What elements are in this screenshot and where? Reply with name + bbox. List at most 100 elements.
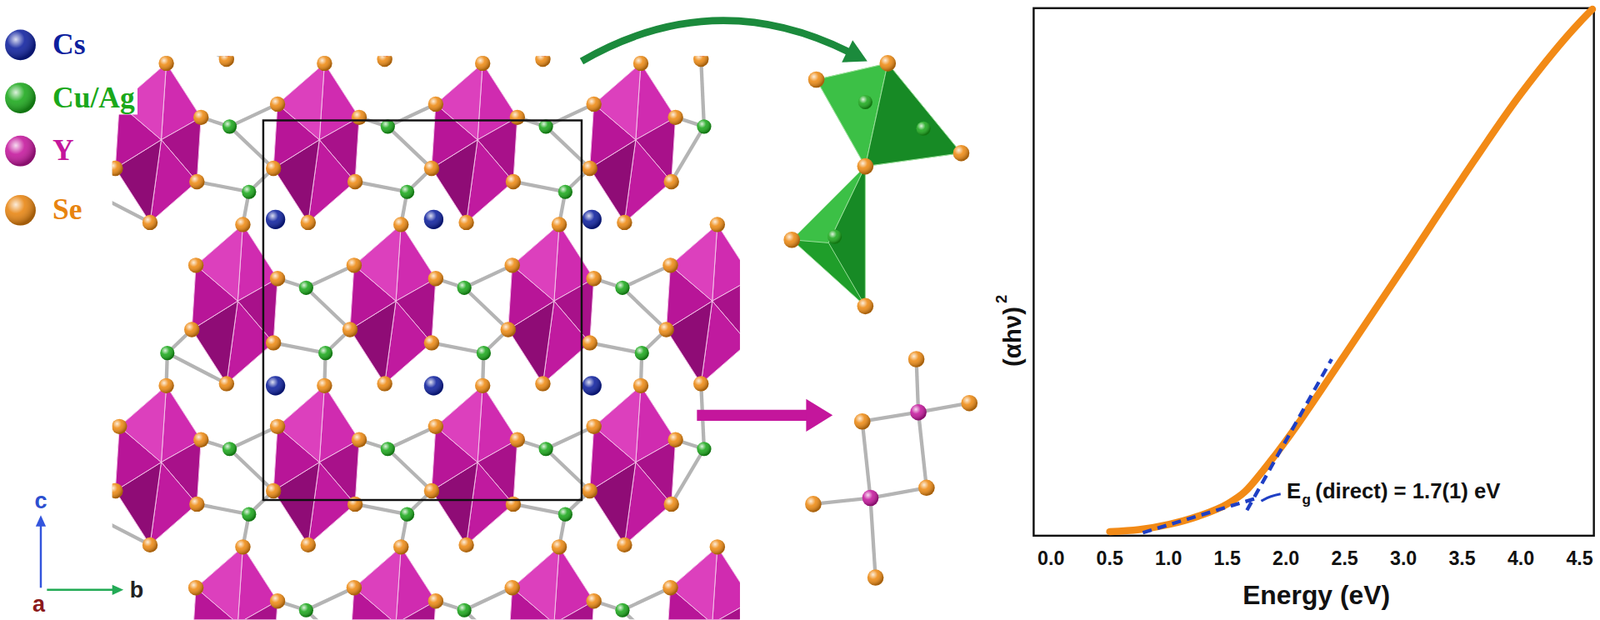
cs-atom-shade xyxy=(582,210,602,230)
se-atom-shade xyxy=(393,216,409,232)
curved-arrow-head xyxy=(841,40,868,62)
bond xyxy=(230,426,279,450)
se-atom-shade xyxy=(667,110,683,125)
bond xyxy=(464,287,509,330)
se-atom-shade xyxy=(805,495,822,513)
octahedron-outline xyxy=(273,385,360,545)
se-atom-body xyxy=(662,580,678,595)
se-atom-body xyxy=(346,580,362,595)
bond xyxy=(305,287,350,330)
se-atom-body xyxy=(582,483,598,499)
cu-ag-atom-body xyxy=(380,119,395,134)
se-atom-shade xyxy=(188,580,204,595)
bond xyxy=(305,265,355,288)
se-atom-body xyxy=(235,539,250,555)
se-atom-shade xyxy=(424,483,440,499)
cs-atom-shade xyxy=(582,375,602,395)
se-atom-body xyxy=(710,216,725,232)
se-atom-shade xyxy=(351,432,367,448)
se-atom-body xyxy=(376,375,392,391)
se-atom xyxy=(658,321,674,337)
y-atom xyxy=(910,404,927,421)
se-atom xyxy=(112,483,124,499)
se-atom xyxy=(428,419,444,435)
se-atom-shade xyxy=(854,413,871,430)
cu-ag-atom-body xyxy=(635,345,650,360)
legend-swatch xyxy=(5,82,36,114)
se-atom-shade xyxy=(270,270,285,286)
se-atom-body xyxy=(783,231,800,249)
se-atom-shade xyxy=(918,480,935,497)
bond xyxy=(862,412,919,422)
se-atom-body xyxy=(857,298,875,315)
se-atom xyxy=(424,160,440,176)
se-atom xyxy=(184,321,200,337)
bond xyxy=(545,449,590,491)
se-atom-shade xyxy=(458,215,474,230)
y-atom xyxy=(862,490,880,507)
cu-ag-atom-shade xyxy=(916,121,931,136)
se-atom-shade xyxy=(551,216,567,232)
se-atom-shade xyxy=(270,419,285,435)
se-atom-shade xyxy=(880,55,897,72)
se-atom xyxy=(351,432,367,448)
axis-title-superscript: 2 xyxy=(993,295,1010,304)
se-atom-shade xyxy=(342,321,358,337)
y-atom-body xyxy=(862,490,880,507)
se-atom-body xyxy=(475,378,490,394)
se-atom-body xyxy=(505,496,521,512)
se-atom-body xyxy=(346,257,362,273)
cu-ag-atom xyxy=(615,280,630,295)
se-atom-shade xyxy=(505,174,521,190)
se-atom xyxy=(300,537,316,553)
cu-ag-atom-shade xyxy=(615,280,630,295)
se-atom-shade xyxy=(158,378,174,394)
se-atom-body xyxy=(112,483,124,499)
se-atom-shade xyxy=(270,96,285,112)
cu-ag-atom-body xyxy=(241,507,256,522)
se-atom xyxy=(500,321,516,337)
se-atom xyxy=(585,593,601,609)
cs-atom-body xyxy=(265,210,285,230)
octahedron-outline xyxy=(431,385,518,545)
se-atom-body xyxy=(551,539,567,555)
se-atom-shade xyxy=(265,335,281,350)
bond xyxy=(671,126,705,182)
octahedron-outline xyxy=(191,546,278,620)
se-atom-shade xyxy=(908,350,925,368)
se-atom-shade xyxy=(662,257,678,273)
octahedron-face xyxy=(512,546,560,620)
cu-ag-atom-body xyxy=(457,603,472,618)
se-atom-shade xyxy=(346,580,362,595)
yse6-octahedron xyxy=(115,385,201,545)
plot-frame xyxy=(1033,8,1594,536)
se-atom-body xyxy=(551,216,567,232)
se-atom-shade xyxy=(633,55,649,71)
se-atom-body xyxy=(347,496,363,512)
tick-label: 2.5 xyxy=(1330,548,1358,570)
cu-ag-atom-shade xyxy=(299,603,314,618)
se-atom-body xyxy=(585,593,601,609)
bond xyxy=(622,587,671,610)
se-atom-body xyxy=(193,110,209,125)
se-atom xyxy=(428,270,444,286)
tick-label: 2.0 xyxy=(1272,548,1300,570)
straight-arrow-head xyxy=(805,399,833,432)
se-atom-body xyxy=(475,55,490,71)
cu-ag-atom xyxy=(916,121,931,136)
se-atom-body xyxy=(219,375,235,391)
cu-ag-atom xyxy=(222,441,237,456)
yse6-octahedron xyxy=(350,546,436,620)
se-atom xyxy=(376,375,392,391)
cs-atom-body xyxy=(424,210,444,230)
y-atom-body xyxy=(910,404,927,421)
cu-ag-atom-body xyxy=(222,119,237,134)
bond xyxy=(230,126,275,169)
cs-atom-body xyxy=(582,375,602,395)
se-atom-shade xyxy=(112,483,124,499)
axis-title: (αhν) xyxy=(999,306,1026,367)
tetrahedron-face xyxy=(865,63,961,167)
yse6-octahedron xyxy=(666,546,740,620)
se-atom xyxy=(428,593,444,609)
se-atom-body xyxy=(270,270,285,286)
